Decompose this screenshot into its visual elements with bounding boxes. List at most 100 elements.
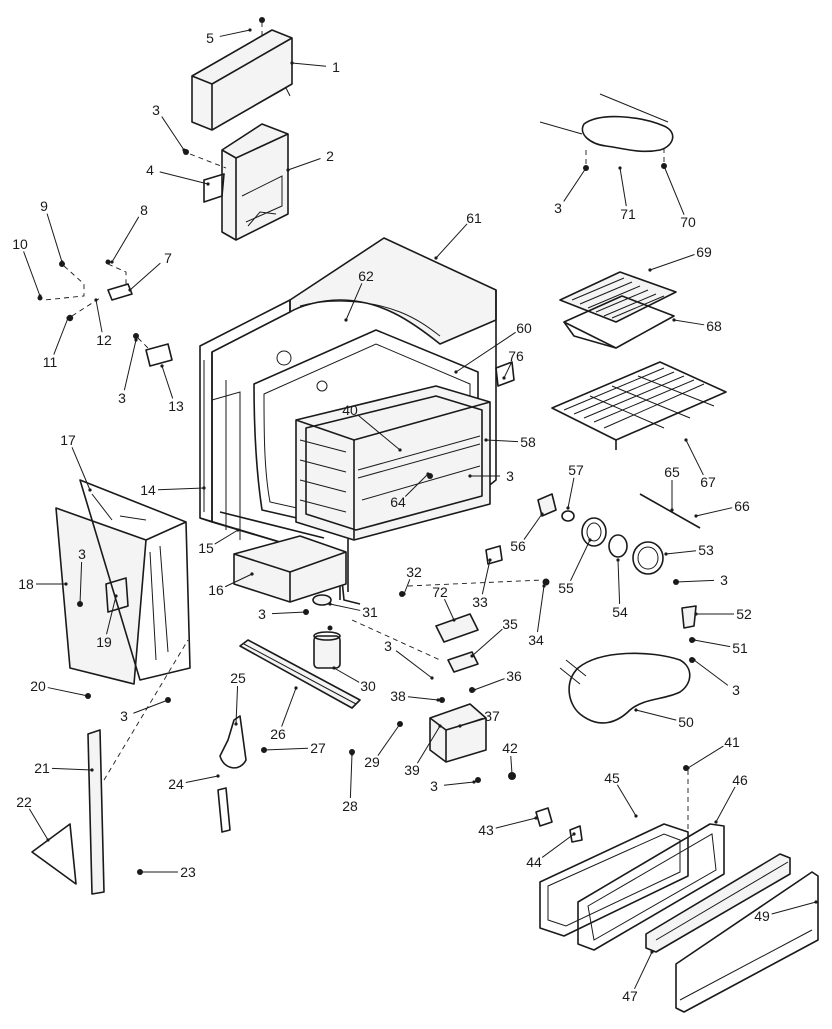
callout-label: 38 xyxy=(390,688,406,704)
part-45-door-inner xyxy=(539,823,689,937)
callout-label: 66 xyxy=(734,498,750,514)
callout-label: 34 xyxy=(528,632,544,648)
callout-23: 23 xyxy=(138,864,196,880)
callout-leader xyxy=(47,687,89,697)
callout-25: 25 xyxy=(230,670,246,726)
part-33-bracket xyxy=(485,545,503,565)
callout-37: 37 xyxy=(458,708,500,728)
callout-leader xyxy=(715,786,736,823)
callout-34: 34 xyxy=(528,584,546,648)
callout-leader xyxy=(567,477,575,509)
callout-leader xyxy=(455,331,516,373)
callout-label: 25 xyxy=(230,670,246,686)
callout-5: 5 xyxy=(206,28,252,46)
callout-26: 26 xyxy=(270,686,298,742)
callout-label: 72 xyxy=(432,584,448,600)
callout-label: 43 xyxy=(478,822,494,838)
callout-label: 17 xyxy=(60,432,76,448)
callout-label: 70 xyxy=(680,214,696,230)
callout-leader xyxy=(377,723,401,756)
part-50-element xyxy=(559,652,691,724)
callout-41: 41 xyxy=(686,734,740,770)
callout-28: 28 xyxy=(342,752,358,814)
callout-66: 66 xyxy=(694,498,750,518)
callout-leader xyxy=(416,725,441,764)
part-21-trim-strip xyxy=(87,729,105,895)
callout-leader xyxy=(471,628,503,657)
part-65-wire xyxy=(639,493,701,529)
callout-label: 4 xyxy=(146,162,154,178)
callout-label: 62 xyxy=(358,268,374,284)
callout-14: 14 xyxy=(140,482,206,498)
part-34-fitting xyxy=(542,578,550,586)
part-53-cover xyxy=(632,541,664,575)
callout-35: 35 xyxy=(470,616,518,658)
callout-label: 23 xyxy=(180,864,196,880)
callout-3: 3 xyxy=(78,546,86,606)
callout-label: 1 xyxy=(332,59,340,75)
callout-label: 3 xyxy=(78,546,86,562)
callout-leader xyxy=(79,561,83,605)
part-67-oven-rack xyxy=(551,361,727,450)
part-16-drawer-pan xyxy=(233,535,347,603)
callout-leader xyxy=(563,167,587,202)
callout-leader xyxy=(510,755,513,775)
part-49-drawer-panel xyxy=(675,871,819,1013)
callout-leader xyxy=(407,696,439,701)
callout-label: 3 xyxy=(506,468,514,484)
part-15-rail xyxy=(219,511,325,539)
callout-4: 4 xyxy=(146,162,210,186)
callout-40: 40 xyxy=(342,402,402,452)
callout-label: 69 xyxy=(696,244,712,260)
callout-label: 45 xyxy=(604,770,620,786)
callout-leader xyxy=(495,817,537,829)
callout-leader xyxy=(395,650,433,679)
part-18-side-panel xyxy=(55,479,191,685)
callout-leader xyxy=(161,365,174,399)
callout-label: 15 xyxy=(198,540,214,556)
callout-label: 26 xyxy=(270,726,286,742)
callout-leader xyxy=(345,283,363,321)
callout-38: 38 xyxy=(390,688,440,704)
part-76-bracket xyxy=(495,361,515,387)
callout-69: 69 xyxy=(648,244,712,272)
callout-label: 39 xyxy=(404,762,420,778)
part-14-cabinet xyxy=(199,290,497,605)
callout-9: 9 xyxy=(40,198,64,264)
callout-label: 24 xyxy=(168,776,184,792)
callout-label: 33 xyxy=(472,594,488,610)
callout-label: 3 xyxy=(430,778,438,794)
callout-leader xyxy=(541,833,575,858)
callout-label: 37 xyxy=(484,708,500,724)
part-71-element xyxy=(539,93,674,153)
callout-leader xyxy=(404,473,429,497)
callout-43: 43 xyxy=(478,816,538,838)
callout-label: 31 xyxy=(362,604,378,620)
callout-leader xyxy=(673,319,705,326)
callout-68: 68 xyxy=(672,318,722,334)
callout-label: 14 xyxy=(140,482,156,498)
callout-leader xyxy=(695,507,733,517)
callout-50: 50 xyxy=(634,708,694,730)
callout-44: 44 xyxy=(526,832,576,870)
part-25-hinge xyxy=(217,715,247,833)
callout-3: 3 xyxy=(468,468,514,484)
callout-leader xyxy=(53,317,69,355)
part-61-cabinet-top xyxy=(289,237,497,345)
callout-label: 16 xyxy=(208,582,224,598)
callout-label: 22 xyxy=(16,794,32,810)
callout-13: 13 xyxy=(160,364,184,414)
callout-65: 65 xyxy=(664,464,680,512)
callout-71: 71 xyxy=(618,166,636,222)
callout-19: 19 xyxy=(96,594,118,650)
part-2-vent-trim xyxy=(221,123,289,241)
callout-30: 30 xyxy=(332,666,376,694)
callout-leader xyxy=(159,171,209,185)
callout-label: 10 xyxy=(12,236,28,252)
callout-leader xyxy=(23,251,41,297)
callout-16: 16 xyxy=(208,572,254,598)
callout-leader xyxy=(619,167,627,207)
callout-leader xyxy=(687,745,724,769)
callout-leader xyxy=(663,165,685,215)
